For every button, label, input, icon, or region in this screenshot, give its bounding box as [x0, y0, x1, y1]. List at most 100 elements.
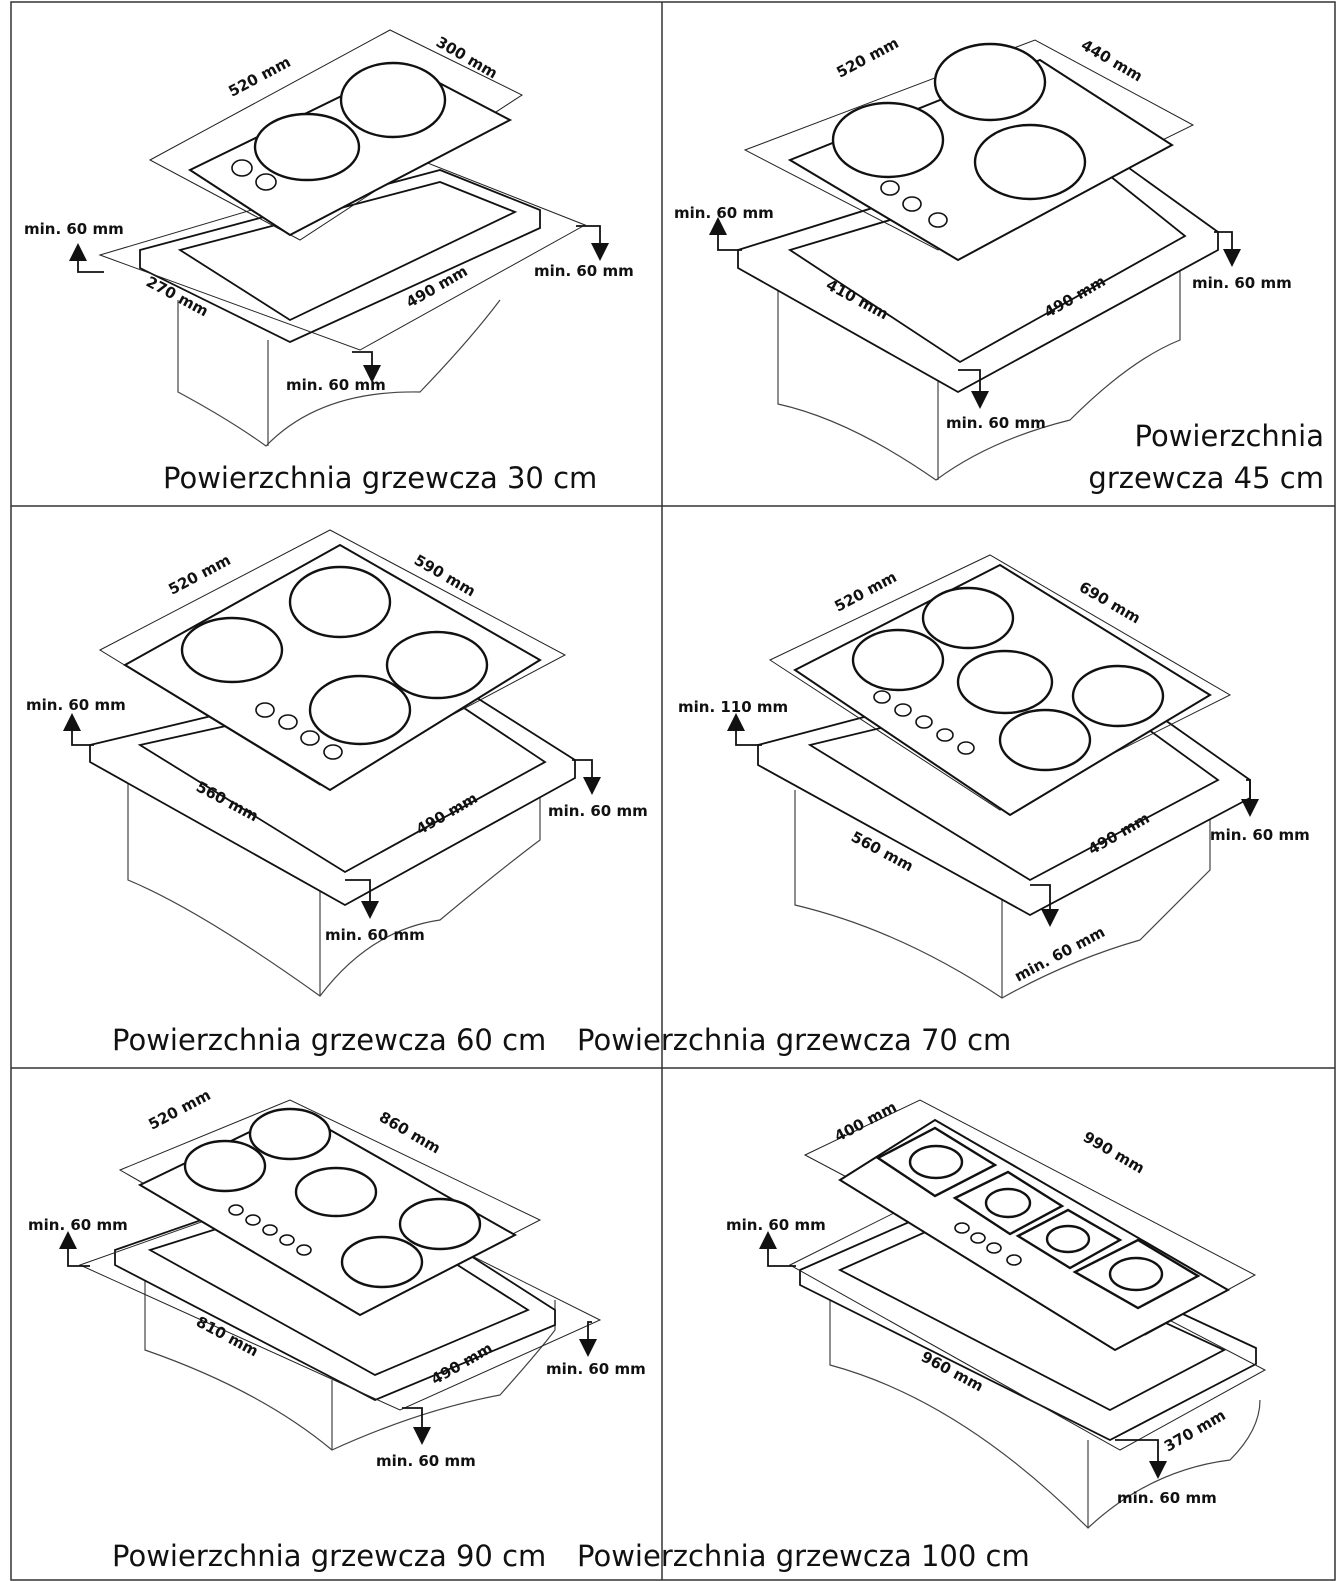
- clearance-arrow-front: [1115, 1439, 1167, 1479]
- dim-width: 300 mm: [433, 33, 501, 82]
- dim-depth: 520 mm: [833, 34, 901, 82]
- burner: [340, 1235, 424, 1289]
- caption-100cm: Powierzchnia grzewcza 100 cm: [577, 1539, 1030, 1573]
- clearance-left: min. 110 mm: [678, 698, 788, 716]
- hob-plate: [123, 543, 542, 792]
- clearance-arrow-right: [1214, 231, 1241, 267]
- clearance-arrow-right: [1241, 779, 1259, 817]
- clearance-front: min. 60 mm: [286, 376, 386, 394]
- dim-depth: 520 mm: [145, 1086, 213, 1134]
- clearance-left: min. 60 mm: [726, 1216, 826, 1234]
- clearance-arrow-right: [572, 759, 601, 795]
- dim-cut-width: 370 mm: [1161, 1406, 1229, 1455]
- dim-depth: 520 mm: [225, 53, 293, 101]
- clearance-right: min. 60 mm: [1210, 826, 1310, 844]
- dim-depth: 520 mm: [831, 568, 899, 616]
- burner: [933, 42, 1047, 122]
- knob: [954, 1222, 970, 1234]
- caption-60cm: Powierzchnia grzewcza 60 cm: [112, 1023, 546, 1057]
- clearance-outline: [788, 1194, 1267, 1451]
- cabinet-body: [177, 299, 501, 447]
- clearance-arrow-right: [576, 225, 609, 261]
- panel-90cm: 520 mm 860 mm 810 mm 490 mm min. 60 mm m…: [28, 1086, 646, 1470]
- caption: Powierzchnia grzewcza 30 cm: [163, 461, 597, 495]
- panel-100cm: 400 mm 990 mm 960 mm 370 mm min. 60 mm m…: [726, 1098, 1267, 1529]
- cabinet-body: [829, 1300, 1261, 1529]
- cabinet-body: [127, 760, 541, 997]
- knob: [296, 1244, 312, 1256]
- knob: [231, 159, 253, 177]
- knob: [255, 702, 275, 718]
- burner: [253, 112, 361, 182]
- caption-line-2: grzewcza 45 cm: [1088, 461, 1324, 495]
- clearance-arrow-front: [402, 1407, 431, 1445]
- burner: [851, 628, 945, 692]
- burner: [984, 1187, 1032, 1219]
- knob: [262, 1224, 278, 1236]
- panel-30cm: 520 mm 300 mm 270 mm 490 mm min. 60 mm m…: [24, 29, 634, 495]
- dim-depth: 520 mm: [165, 551, 233, 599]
- clearance-front: min. 60 mm: [325, 926, 425, 944]
- clearance-arrow-left: [727, 713, 762, 746]
- cabinet-body: [794, 790, 1211, 999]
- panel-70cm: 520 mm 690 mm 560 mm 490 mm min. 110 mm …: [678, 554, 1310, 999]
- burner: [288, 565, 392, 639]
- clearance-left: min. 60 mm: [24, 220, 124, 238]
- burner: [308, 674, 412, 746]
- hob-outline-box: [148, 29, 524, 241]
- clearance-arrow-left: [59, 1231, 90, 1267]
- burner: [398, 1197, 482, 1251]
- burner: [921, 586, 1015, 650]
- clearance-right: min. 60 mm: [548, 802, 648, 820]
- knob: [928, 212, 948, 228]
- knob: [902, 196, 922, 212]
- clearance-front: min. 60 mm: [1117, 1489, 1217, 1507]
- clearance-right: min. 60 mm: [1192, 274, 1292, 292]
- clearance-front: min. 60 mm: [376, 1452, 476, 1470]
- burner: [339, 61, 447, 139]
- countertop-cutout: [837, 1221, 1227, 1412]
- burner: [183, 1139, 267, 1193]
- clearance-left: min. 60 mm: [26, 696, 126, 714]
- burner: [385, 630, 489, 700]
- knob: [278, 714, 298, 730]
- knob: [986, 1242, 1002, 1254]
- burner: [180, 616, 284, 684]
- clearance-left: min. 60 mm: [674, 204, 774, 222]
- knob: [880, 180, 900, 196]
- burner: [1071, 664, 1165, 728]
- dim-width: 990 mm: [1080, 1128, 1148, 1177]
- clearance-arrow-right: [579, 1321, 597, 1357]
- knob: [936, 728, 954, 742]
- burner: [248, 1107, 332, 1161]
- knob: [915, 715, 933, 729]
- knob: [323, 744, 343, 760]
- burner: [998, 708, 1092, 772]
- hob-outline-box: [768, 554, 1232, 811]
- outer-border: [10, 1, 1336, 1581]
- burner: [831, 101, 945, 179]
- knob: [228, 1204, 244, 1216]
- burner: [956, 649, 1054, 715]
- dim-width: 860 mm: [376, 1108, 444, 1157]
- burner: [1045, 1224, 1091, 1254]
- caption-line-1: Powierzchnia: [1135, 419, 1325, 453]
- clearance-arrow-left: [69, 243, 104, 273]
- knob: [245, 1214, 261, 1226]
- cabinet-body: [144, 1270, 556, 1451]
- knob: [1006, 1254, 1022, 1266]
- burner: [1108, 1256, 1164, 1292]
- burner: [294, 1166, 378, 1218]
- knob: [894, 703, 912, 717]
- clearance-arrow-left: [759, 1231, 796, 1267]
- knob: [300, 730, 320, 746]
- panel-60cm: 520 mm 590 mm 560 mm 490 mm min. 60 mm m…: [26, 529, 648, 997]
- clearance-front: min. 60 mm: [1011, 923, 1108, 986]
- knob: [957, 741, 975, 755]
- burner: [973, 123, 1087, 201]
- knob: [255, 173, 277, 191]
- knob: [279, 1234, 295, 1246]
- clearance-arrow-front: [345, 879, 379, 919]
- panel-45cm: 520 mm 440 mm 410 mm 490 mm min. 60 mm m…: [674, 34, 1324, 495]
